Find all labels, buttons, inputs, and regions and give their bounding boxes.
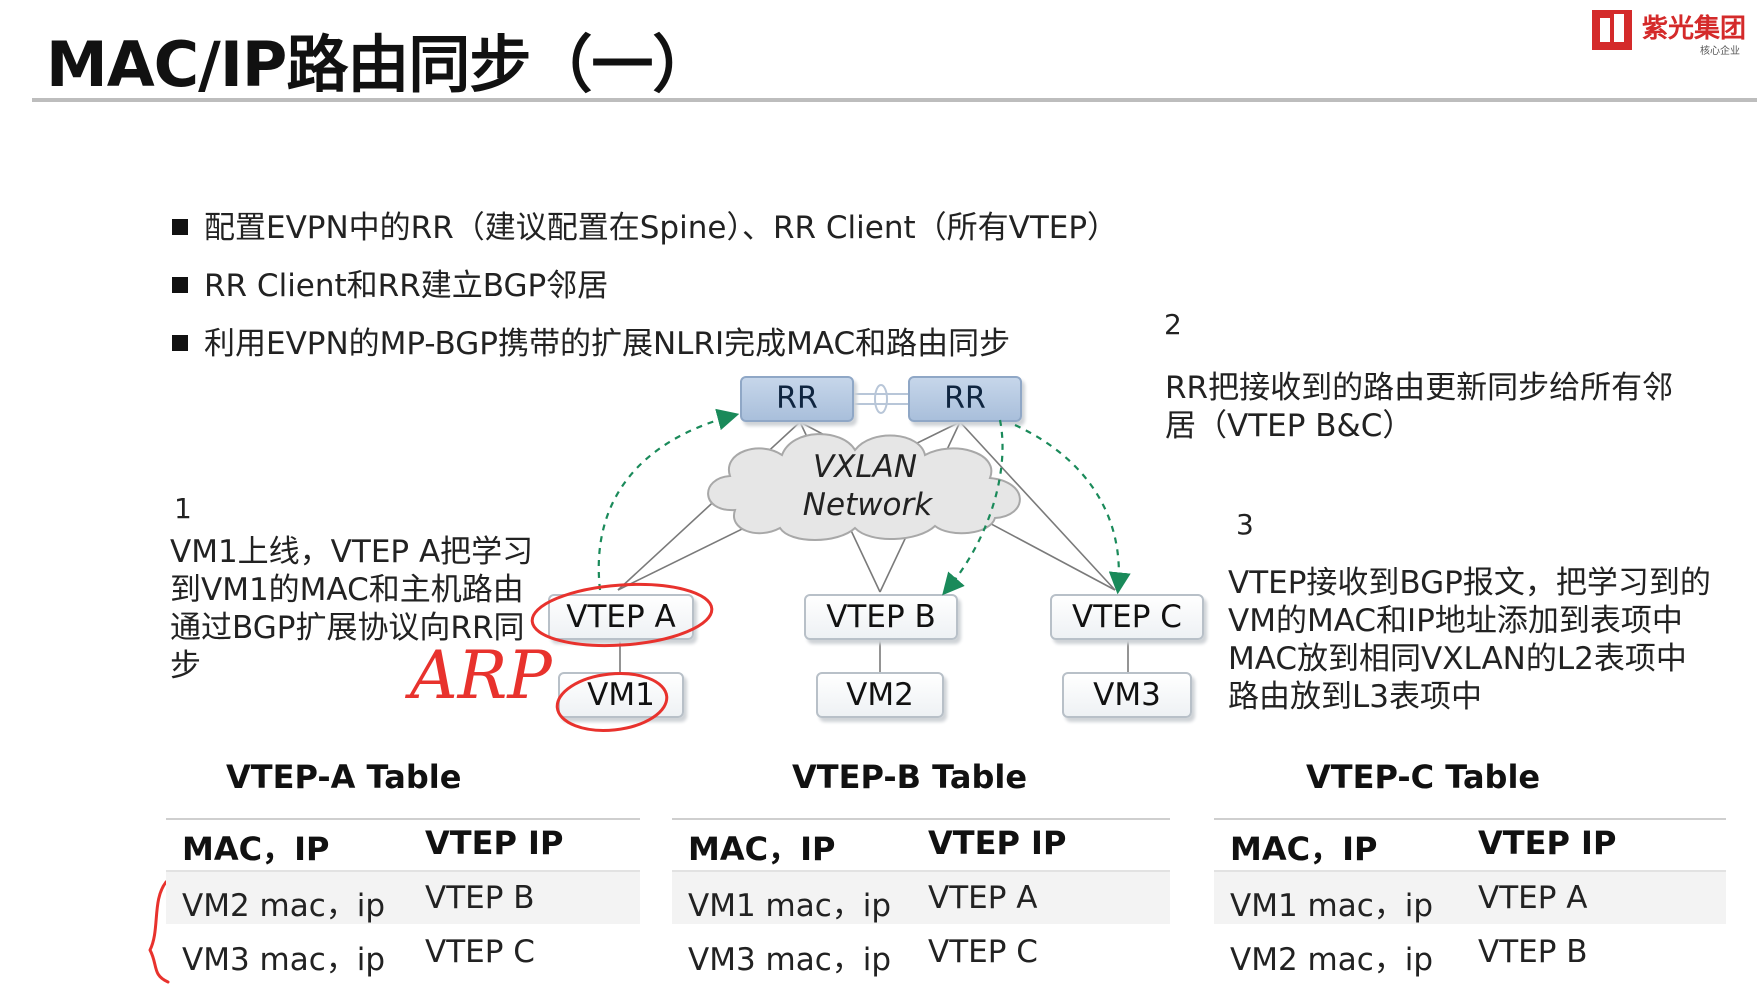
rr-node-2: RR [908, 376, 1022, 422]
table-a-cell: VTEP B [425, 880, 535, 916]
table-b-cell: VTEP A [928, 880, 1038, 916]
table-a-header-mac: MAC，IP [182, 830, 330, 868]
table-a-title: VTEP-A Table [226, 758, 462, 796]
logo-subtext: 核心企业 [1700, 46, 1740, 57]
table-a-cell: VTEP C [425, 934, 535, 970]
title-divider [32, 98, 1757, 102]
table-rule [166, 818, 640, 820]
bullet-square-icon [172, 334, 188, 351]
page-title: MAC/IP路由同步（一） [46, 28, 714, 101]
bullet-square-icon [172, 276, 188, 293]
step-1-number: 1 [174, 492, 192, 525]
table-rule [672, 818, 1170, 820]
vtep-b-node: VTEP B [804, 594, 958, 640]
table-b-header-mac: MAC，IP [688, 830, 836, 868]
table-b-title: VTEP-B Table [792, 758, 1028, 796]
table-rule [1214, 870, 1726, 872]
table-a-cell: VM3 mac，ip [182, 942, 386, 978]
vtep-c-node: VTEP C [1050, 594, 1204, 640]
bullet-item: 配置EVPN中的RR（建议配置在Spine）、RR Client（所有VTEP） [172, 202, 1118, 247]
table-row-band [166, 872, 640, 924]
step-1-line: 步 [170, 648, 201, 684]
step-1-line: 通过BGP扩展协议向RR同 [170, 610, 525, 646]
rr-node-1: RR [740, 376, 854, 422]
step-1-line: 到VM1的MAC和主机路由 [170, 572, 524, 608]
step-3-line: VTEP接收到BGP报文，把学习到的 [1228, 565, 1711, 601]
logo-text: 紫光集团 [1642, 14, 1747, 44]
table-row-band [1214, 872, 1726, 924]
table-c-cell: VM2 mac，ip [1230, 942, 1434, 978]
rows-bracket-annotation [148, 880, 170, 984]
step-3-number: 3 [1236, 508, 1254, 541]
table-c-header-vtep: VTEP IP [1478, 824, 1617, 862]
table-rule [672, 870, 1170, 872]
table-a-header-vtep: VTEP IP [425, 824, 564, 862]
step-3-line: MAC放到相同VXLAN的L2表项中 [1228, 641, 1687, 677]
bullet-text: RR Client和RR建立BGP邻居 [204, 268, 609, 304]
bullet-item: RR Client和RR建立BGP邻居 [172, 260, 608, 305]
arp-handwriting: ARP [404, 637, 553, 714]
step-3-line: VM的MAC和IP地址添加到表项中 [1228, 603, 1683, 639]
table-c-cell: VM1 mac，ip [1230, 888, 1434, 924]
table-b-cell: VM3 mac，ip [688, 942, 892, 978]
vtep-a-circle-annotation [530, 582, 714, 648]
table-rule [166, 870, 640, 872]
table-b-cell: VM1 mac，ip [688, 888, 892, 924]
step-3-line: 路由放到L3表项中 [1228, 679, 1482, 715]
vm2-node: VM2 [816, 672, 944, 718]
step-2-line: 居（VTEP B&C） [1165, 408, 1414, 444]
bullet-square-icon [172, 218, 188, 235]
table-b-cell: VTEP C [928, 934, 1038, 970]
table-row-band [672, 872, 1170, 924]
vtep-a-node: VTEP A [548, 594, 694, 640]
vm3-node: VM3 [1062, 672, 1192, 718]
step-1-line: VM1上线，VTEP A把学习 [170, 534, 534, 570]
cloud-label-line1: VXLAN [812, 449, 918, 485]
cloud-label-line2: Network [802, 487, 933, 523]
table-rule [1214, 818, 1726, 820]
table-b-header-vtep: VTEP IP [928, 824, 1067, 862]
vm1-circle-annotation [555, 672, 669, 732]
table-c-header-mac: MAC，IP [1230, 830, 1378, 868]
company-logo-icon [1592, 10, 1632, 50]
step-2-number: 2 [1164, 308, 1182, 341]
table-c-cell: VTEP A [1478, 880, 1588, 916]
table-c-cell: VTEP B [1478, 934, 1588, 970]
table-a-cell: VM2 mac，ip [182, 888, 386, 924]
bullet-text: 利用EVPN的MP-BGP携带的扩展NLRI完成MAC和路由同步 [204, 326, 1011, 362]
vm1-node: VM1 [558, 672, 684, 718]
step-2-line: RR把接收到的路由更新同步给所有邻 [1165, 370, 1674, 406]
bullet-item: 利用EVPN的MP-BGP携带的扩展NLRI完成MAC和路由同步 [172, 318, 1010, 363]
bullet-text: 配置EVPN中的RR（建议配置在Spine）、RR Client（所有VTEP） [204, 210, 1119, 246]
table-c-title: VTEP-C Table [1306, 758, 1541, 796]
